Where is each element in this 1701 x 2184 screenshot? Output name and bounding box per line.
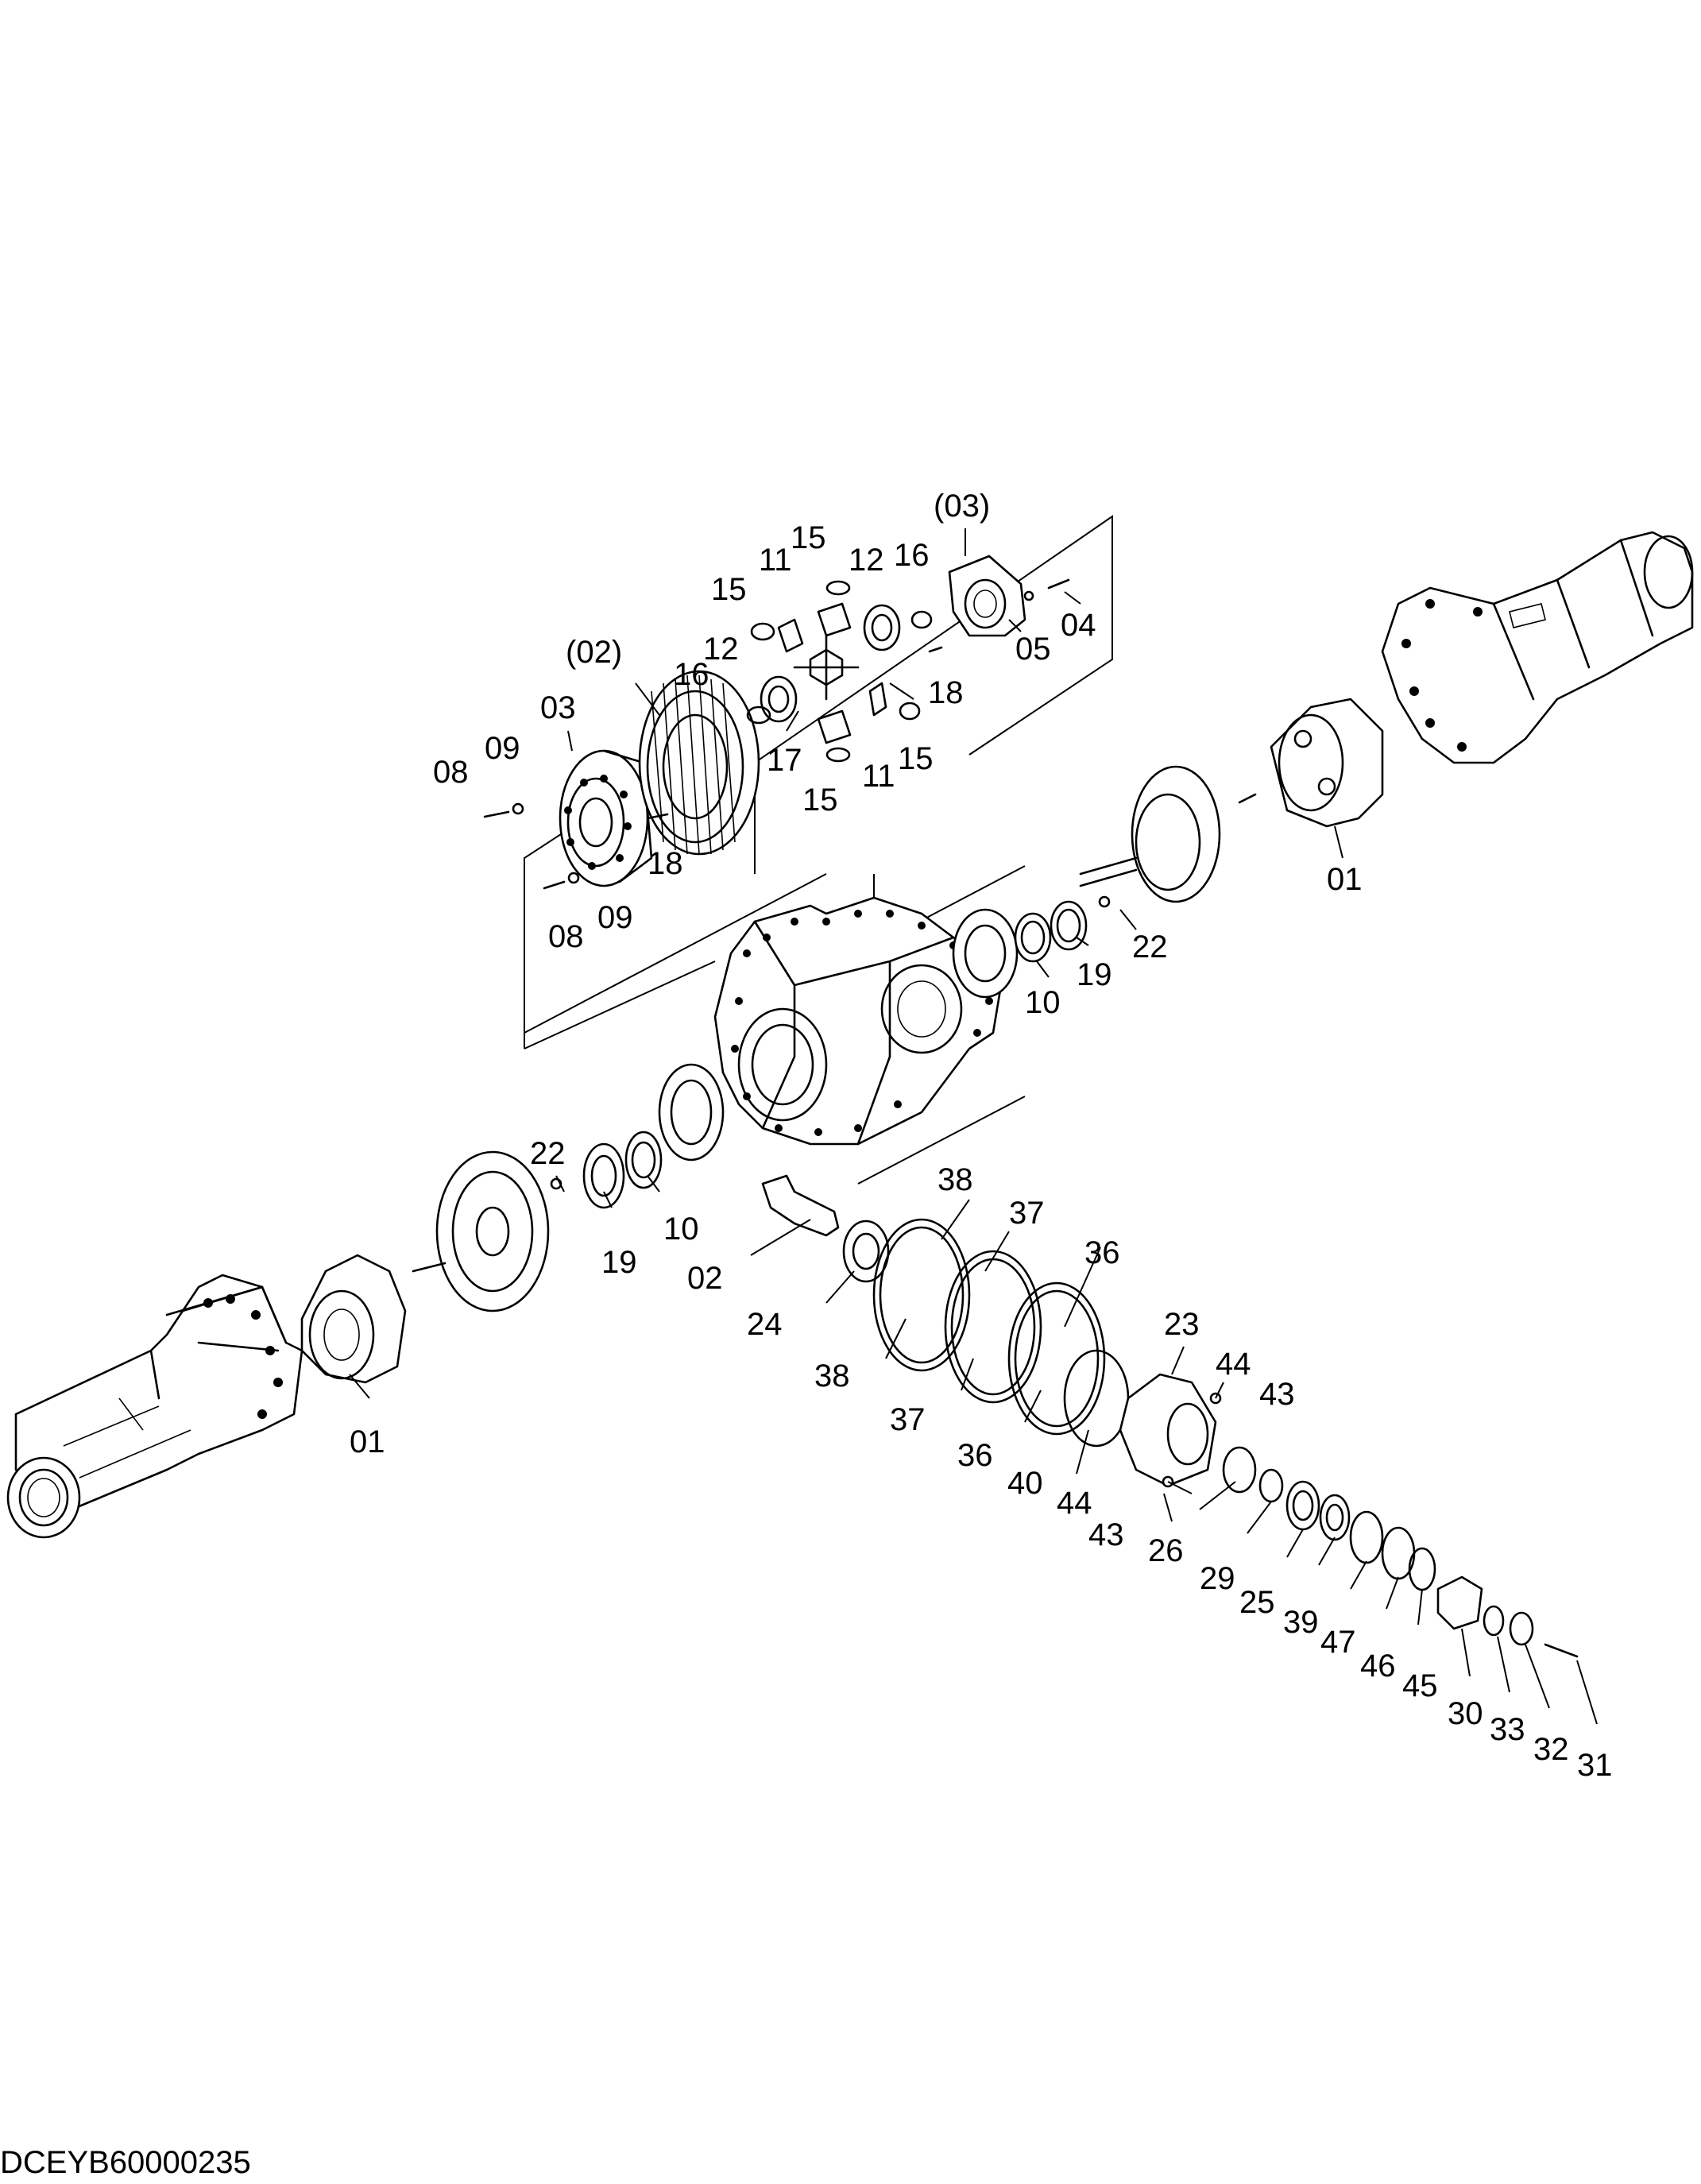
- bolts-upper: [483, 578, 1070, 890]
- label-36: 36: [1084, 1235, 1120, 1270]
- label-16: 16: [894, 538, 930, 573]
- label-03: 03: [540, 690, 576, 725]
- center-housing: [713, 896, 1003, 1146]
- label-01: 01: [1327, 862, 1363, 897]
- label-09: 09: [485, 731, 520, 766]
- right-carrier-01: [1238, 698, 1384, 828]
- label-17: 17: [767, 743, 802, 778]
- label-37: 37: [1009, 1196, 1045, 1231]
- label-29: 29: [1200, 1561, 1235, 1596]
- label-31: 31: [1577, 1748, 1613, 1783]
- label-44: 44: [1057, 1486, 1092, 1521]
- label-37: 37: [890, 1402, 926, 1437]
- label-23: 23: [1164, 1307, 1200, 1342]
- label-36: 36: [957, 1438, 993, 1473]
- label-38: 38: [814, 1359, 850, 1394]
- label-22: 22: [530, 1136, 566, 1171]
- label-03-assy: (03): [934, 489, 990, 524]
- left-carrier-01: [300, 1254, 407, 1384]
- ring-gear-02: [638, 670, 760, 856]
- label-19: 19: [601, 1245, 637, 1280]
- label-12: 12: [703, 632, 739, 667]
- label-15: 15: [711, 572, 747, 607]
- pinion-shaft-02: [761, 1174, 840, 1237]
- pinion-cage-23: [1119, 1373, 1222, 1488]
- label-11: 11: [759, 543, 792, 578]
- label-22: 22: [1132, 930, 1168, 964]
- label-15: 15: [898, 741, 934, 776]
- label-33: 33: [1490, 1712, 1525, 1747]
- label-26: 26: [1148, 1533, 1184, 1568]
- label-12: 12: [849, 543, 884, 578]
- label-02-assy: (02): [566, 635, 622, 670]
- label-47: 47: [1320, 1625, 1356, 1660]
- right-axle-housing: [1381, 531, 1694, 764]
- label-01: 01: [350, 1424, 385, 1459]
- shim-rings: [872, 1218, 1130, 1448]
- label-46: 46: [1360, 1649, 1396, 1683]
- right-planetary-gear: [1079, 765, 1221, 903]
- pinion-tail-parts: [1222, 1446, 1579, 1658]
- label-45: 45: [1402, 1668, 1438, 1703]
- label-11: 11: [862, 759, 895, 794]
- drawing-code: DCEYB60000235: [0, 2145, 251, 2180]
- label-10: 10: [1025, 985, 1061, 1020]
- spider-and-gears: [646, 580, 943, 820]
- label-08: 08: [433, 755, 469, 790]
- leader-lines: [349, 528, 1598, 1725]
- label-40: 40: [1007, 1466, 1043, 1501]
- left-axle-housing: [6, 1274, 303, 1539]
- label-09: 09: [597, 900, 633, 935]
- label-02: 02: [687, 1261, 723, 1296]
- label-15: 15: [791, 520, 826, 555]
- label-16: 16: [674, 657, 709, 692]
- label-43: 43: [1088, 1517, 1124, 1552]
- label-24: 24: [747, 1307, 783, 1342]
- differential-case-03: [559, 749, 653, 887]
- label-05: 05: [1015, 632, 1051, 667]
- left-bearing-set: [550, 1063, 725, 1209]
- label-18: 18: [648, 846, 683, 881]
- diff-case-half-03-assy: [948, 555, 1026, 637]
- label-30: 30: [1448, 1696, 1483, 1731]
- label-10: 10: [663, 1212, 699, 1247]
- label-43: 43: [1259, 1377, 1295, 1412]
- right-bearing-set: [952, 895, 1111, 999]
- label-25: 25: [1239, 1585, 1275, 1620]
- label-39: 39: [1283, 1605, 1319, 1640]
- label-44: 44: [1216, 1347, 1251, 1382]
- label-15: 15: [802, 783, 838, 818]
- left-planetary-gear: [412, 1150, 550, 1312]
- label-18: 18: [928, 675, 964, 710]
- label-19: 19: [1077, 957, 1112, 992]
- label-04: 04: [1061, 608, 1096, 643]
- label-32: 32: [1533, 1732, 1569, 1767]
- label-38: 38: [937, 1162, 973, 1197]
- part-labels: (03) (02) 03 15 15 15 15 11 11 12 12 16 …: [350, 489, 1613, 1783]
- label-08: 08: [548, 919, 584, 954]
